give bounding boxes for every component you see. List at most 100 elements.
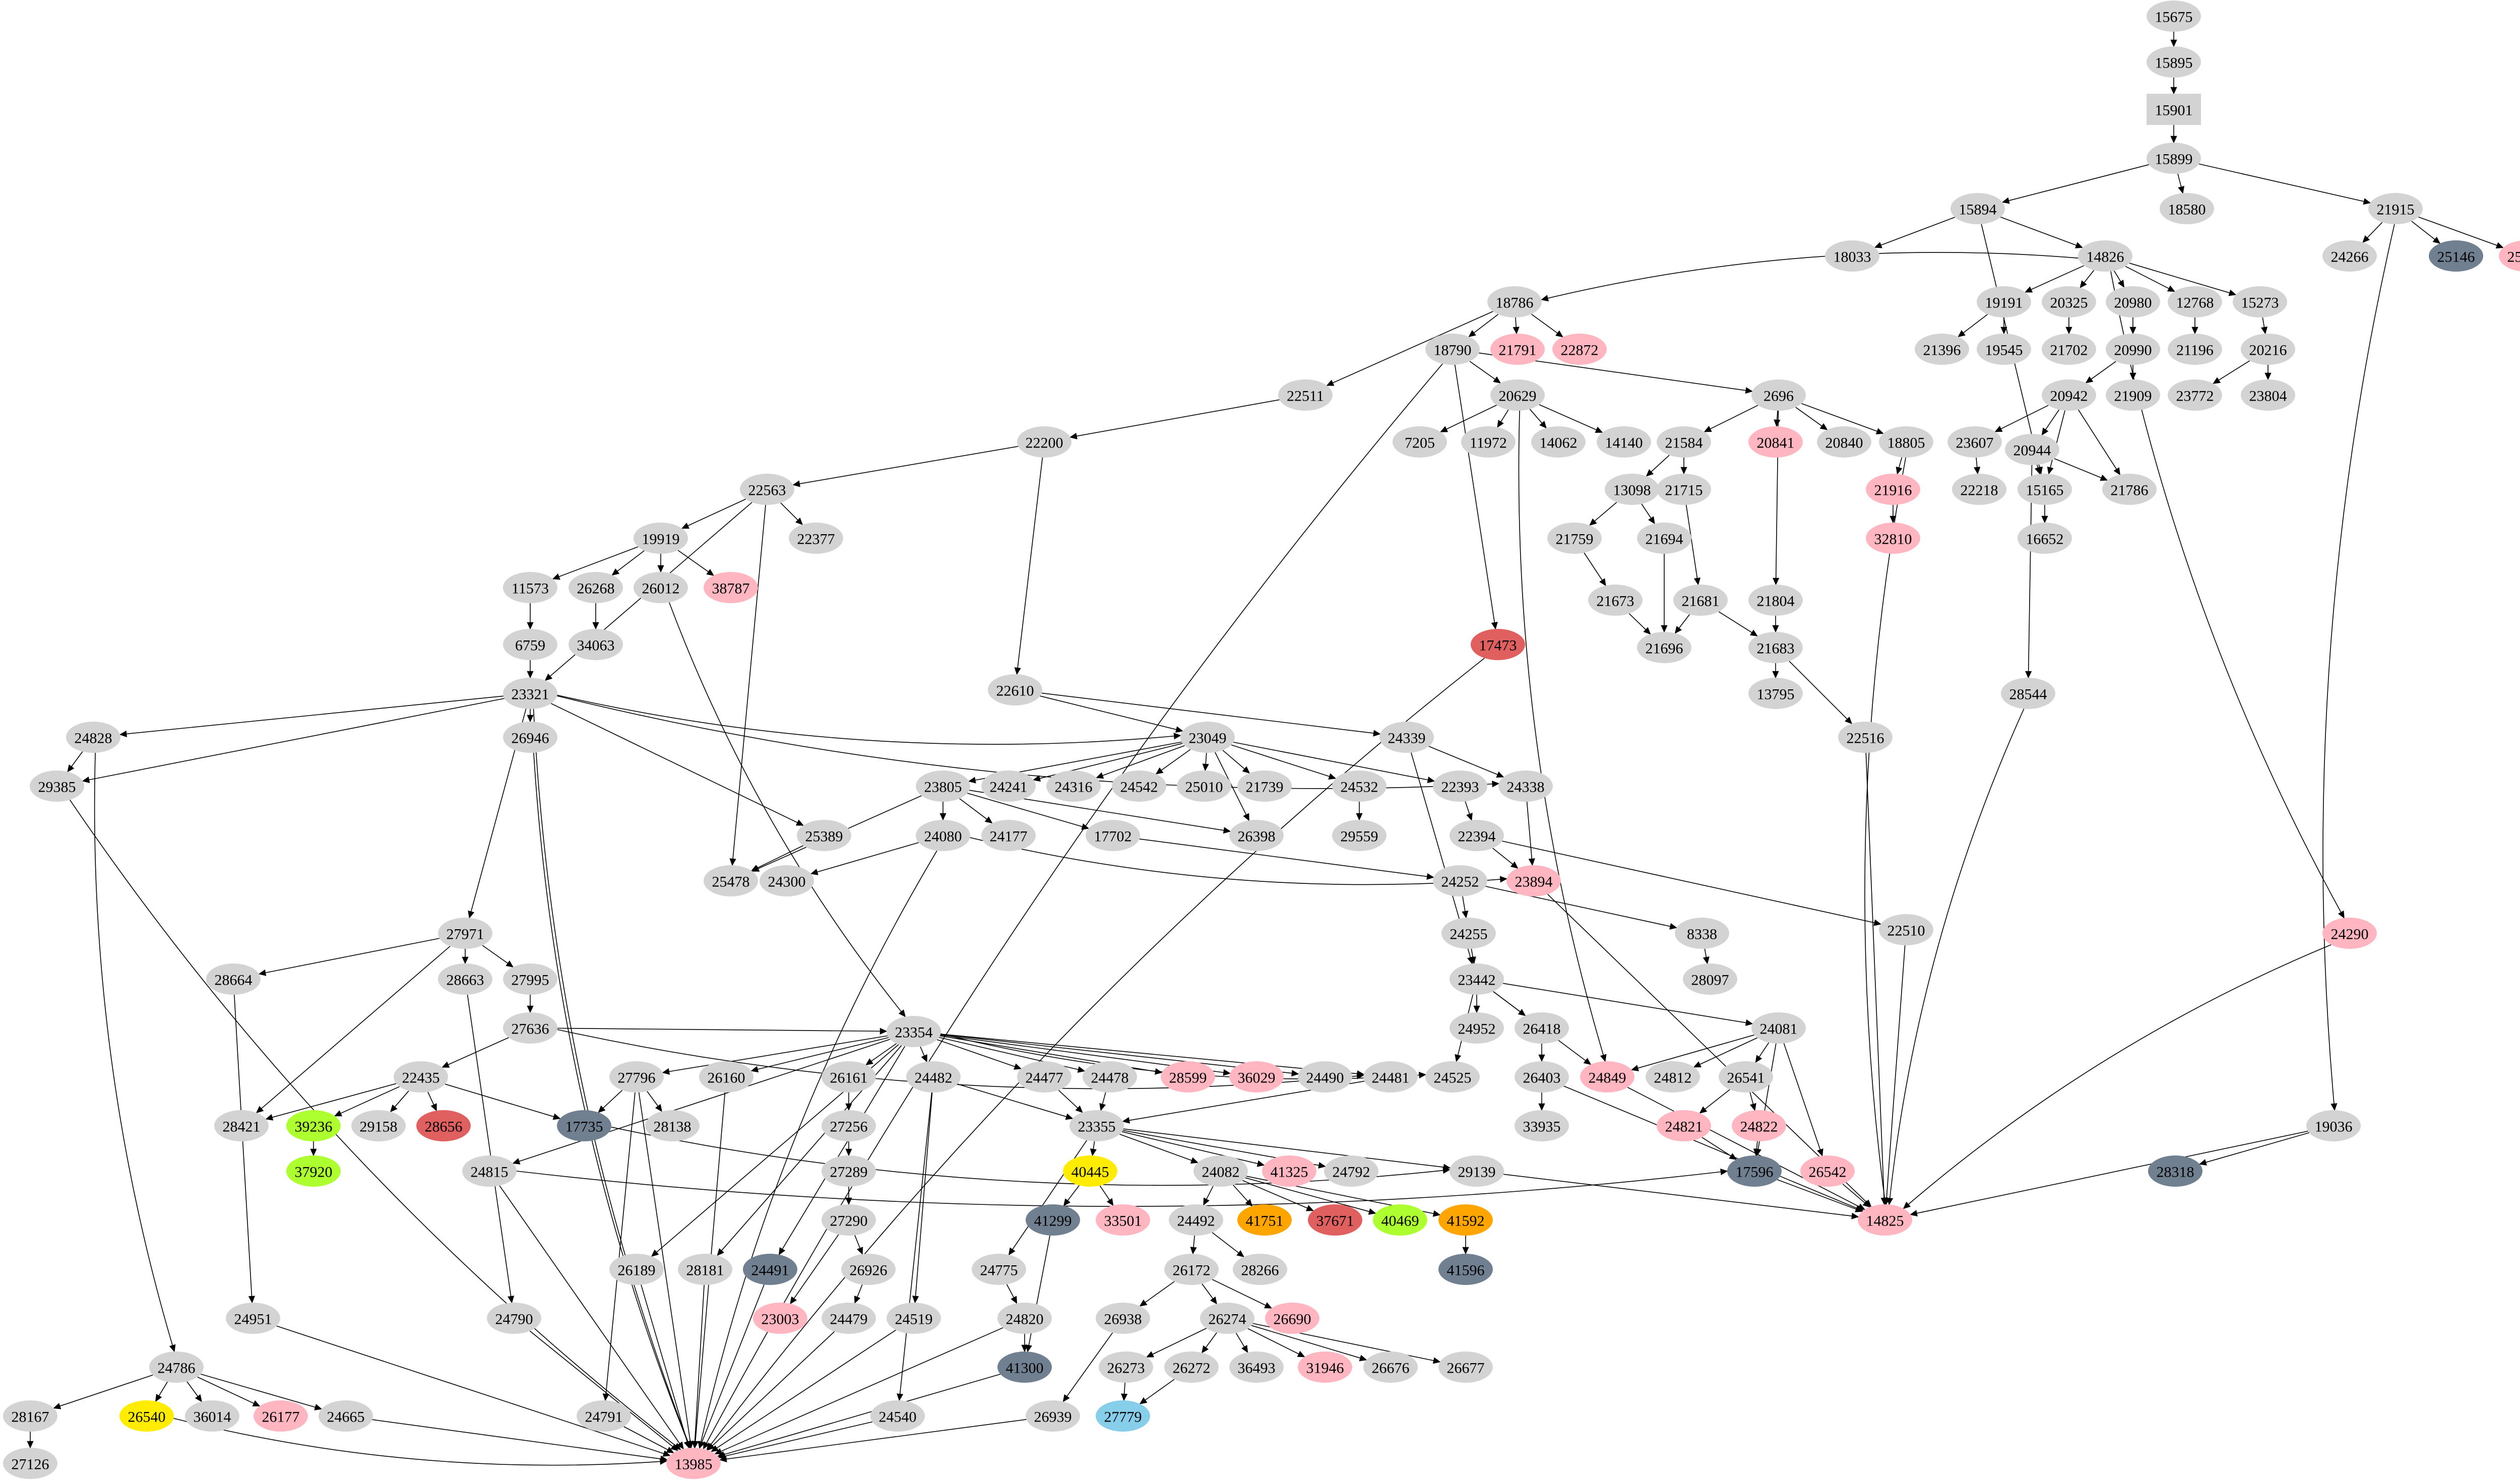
node-label: 26926: [850, 1262, 888, 1279]
node-ellipse-shape: [2102, 474, 2157, 505]
graph-edge-14826-20980: [2114, 270, 2125, 288]
graph-node-25146: 25146: [2429, 240, 2483, 272]
graph-node-24300: 24300: [760, 865, 814, 896]
node-ellipse-shape: [916, 820, 970, 851]
graph-edge-27971-28421: [256, 946, 451, 1114]
node-label: 18805: [1887, 435, 1925, 452]
node-ellipse-shape: [1675, 918, 1729, 949]
node-ellipse-shape: [2233, 286, 2287, 317]
node-ellipse-shape: [1237, 770, 1292, 802]
graph-node-28656: 28656: [416, 1110, 471, 1141]
graph-node-27796: 27796: [609, 1061, 664, 1092]
graph-edge-24786-24665: [200, 1374, 323, 1410]
graph-edge-23049-24532: [1231, 744, 1337, 780]
graph-edge-23321-24828: [119, 695, 503, 737]
graph-node-24821: 24821: [1657, 1110, 1711, 1141]
graph-edge-26172-26690: [1212, 1279, 1273, 1309]
node-ellipse-shape: [1719, 1061, 1773, 1092]
graph-edge-8338-28097: [1703, 948, 1710, 964]
node-ellipse-shape: [988, 674, 1042, 705]
graph-node-23804: 23804: [2241, 379, 2295, 411]
graph-node-22872: 22872: [1552, 334, 1607, 365]
graph-edge-22435-28421: [265, 1083, 397, 1121]
graph-node-41596: 41596: [1438, 1254, 1493, 1285]
graph-node-24951: 24951: [226, 1303, 280, 1334]
node-label: 28138: [654, 1119, 691, 1135]
graph-edge-23354-24481: [940, 1034, 1365, 1077]
node-label: 40469: [1381, 1213, 1419, 1230]
graph-node-15675: 15675: [2147, 1, 2201, 32]
node-ellipse-shape: [609, 1061, 664, 1092]
graph-node-24532: 24532: [1332, 770, 1387, 802]
graph-node-13985: 13985: [666, 1448, 721, 1479]
graph-edge-27796-13985: [638, 1092, 694, 1449]
node-ellipse-shape: [704, 572, 758, 603]
node-label: 26398: [1238, 828, 1276, 845]
graph-node-24082: 24082: [1193, 1155, 1248, 1187]
graph-node-21673: 21673: [1588, 585, 1643, 616]
graph-edge-26939-13985: [719, 1419, 1027, 1462]
graph-edge-22511-22200: [1069, 399, 1280, 439]
graph-node-23049: 23049: [1180, 722, 1235, 753]
graph-node-18033: 18033: [1825, 240, 1879, 272]
node-ellipse-shape: [557, 1110, 611, 1141]
node-ellipse-shape: [2042, 379, 2096, 411]
node-ellipse-shape: [2168, 334, 2222, 365]
node-ellipse-shape: [1096, 1303, 1150, 1334]
graph-edge-24482-24519: [912, 1092, 933, 1304]
node-label: 28664: [215, 972, 253, 989]
graph-edge-21683-22516: [1789, 661, 1853, 725]
node-ellipse-shape: [906, 1061, 961, 1092]
node-label: 20980: [2114, 295, 2152, 311]
node-label: 22516: [1847, 730, 1884, 747]
node-ellipse-shape: [981, 820, 1036, 851]
graph-edge-26541-24821: [1699, 1089, 1730, 1114]
graph-node-18805: 18805: [1879, 426, 1933, 458]
node-label: 27126: [12, 1456, 49, 1473]
graph-node-28599: 28599: [1161, 1061, 1215, 1092]
graph-edge-24080-13985: [698, 850, 937, 1449]
graph-edge-19919-26268: [611, 550, 645, 576]
graph-node-25010: 25010: [1177, 770, 1231, 802]
node-label: 34063: [577, 637, 615, 654]
node-ellipse-shape: [2160, 193, 2214, 224]
graph-edge-17596-14825: [1777, 1179, 1863, 1212]
node-label: 25478: [712, 874, 750, 890]
graph-node-24339: 24339: [1379, 722, 1434, 753]
node-ellipse-shape: [822, 1155, 876, 1187]
node-label: 24665: [327, 1409, 365, 1426]
graph-edge-23355-40445: [1090, 1141, 1097, 1156]
node-label: 22872: [1561, 342, 1599, 359]
node-ellipse-shape: [1490, 334, 1545, 365]
node-ellipse-shape: [1515, 1061, 1569, 1092]
graph-node-29139: 29139: [1450, 1155, 1504, 1187]
node-label: 21916: [1874, 482, 1912, 499]
graph-node-24812: 24812: [1646, 1061, 1700, 1092]
node-ellipse-shape: [760, 865, 814, 896]
graph-node-36014: 36014: [185, 1400, 239, 1432]
graph-node-26012: 26012: [634, 572, 688, 603]
node-label: 22435: [402, 1070, 440, 1086]
node-label: 36029: [1238, 1070, 1276, 1086]
graph-edge-17473-13985: [706, 658, 1485, 1451]
graph-node-26268: 26268: [569, 572, 623, 603]
node-ellipse-shape: [1177, 770, 1231, 802]
graph-edge-24786-36014: [186, 1381, 202, 1402]
node-ellipse-shape: [1732, 1110, 1786, 1141]
node-ellipse-shape: [503, 629, 557, 660]
graph-node-13098: 13098: [1605, 474, 1659, 505]
graph-node-34063: 34063: [569, 629, 623, 660]
graph-node-26403: 26403: [1515, 1061, 1569, 1092]
graph-edge-20942-21786: [2078, 409, 2121, 476]
graph-node-23321: 23321: [503, 678, 557, 709]
node-label: 39236: [295, 1119, 333, 1135]
graph-node-24849: 24849: [1580, 1061, 1634, 1092]
graph-node-23772: 23772: [2168, 379, 2222, 411]
graph-edge-20216-23772: [2213, 360, 2250, 384]
node-label: 27796: [618, 1070, 656, 1086]
node-ellipse-shape: [416, 1110, 471, 1141]
graph-node-23442: 23442: [1450, 963, 1504, 995]
graph-node-21694: 21694: [1637, 523, 1691, 554]
graph-node-15894: 15894: [1950, 193, 2005, 224]
node-ellipse-shape: [487, 1303, 541, 1334]
